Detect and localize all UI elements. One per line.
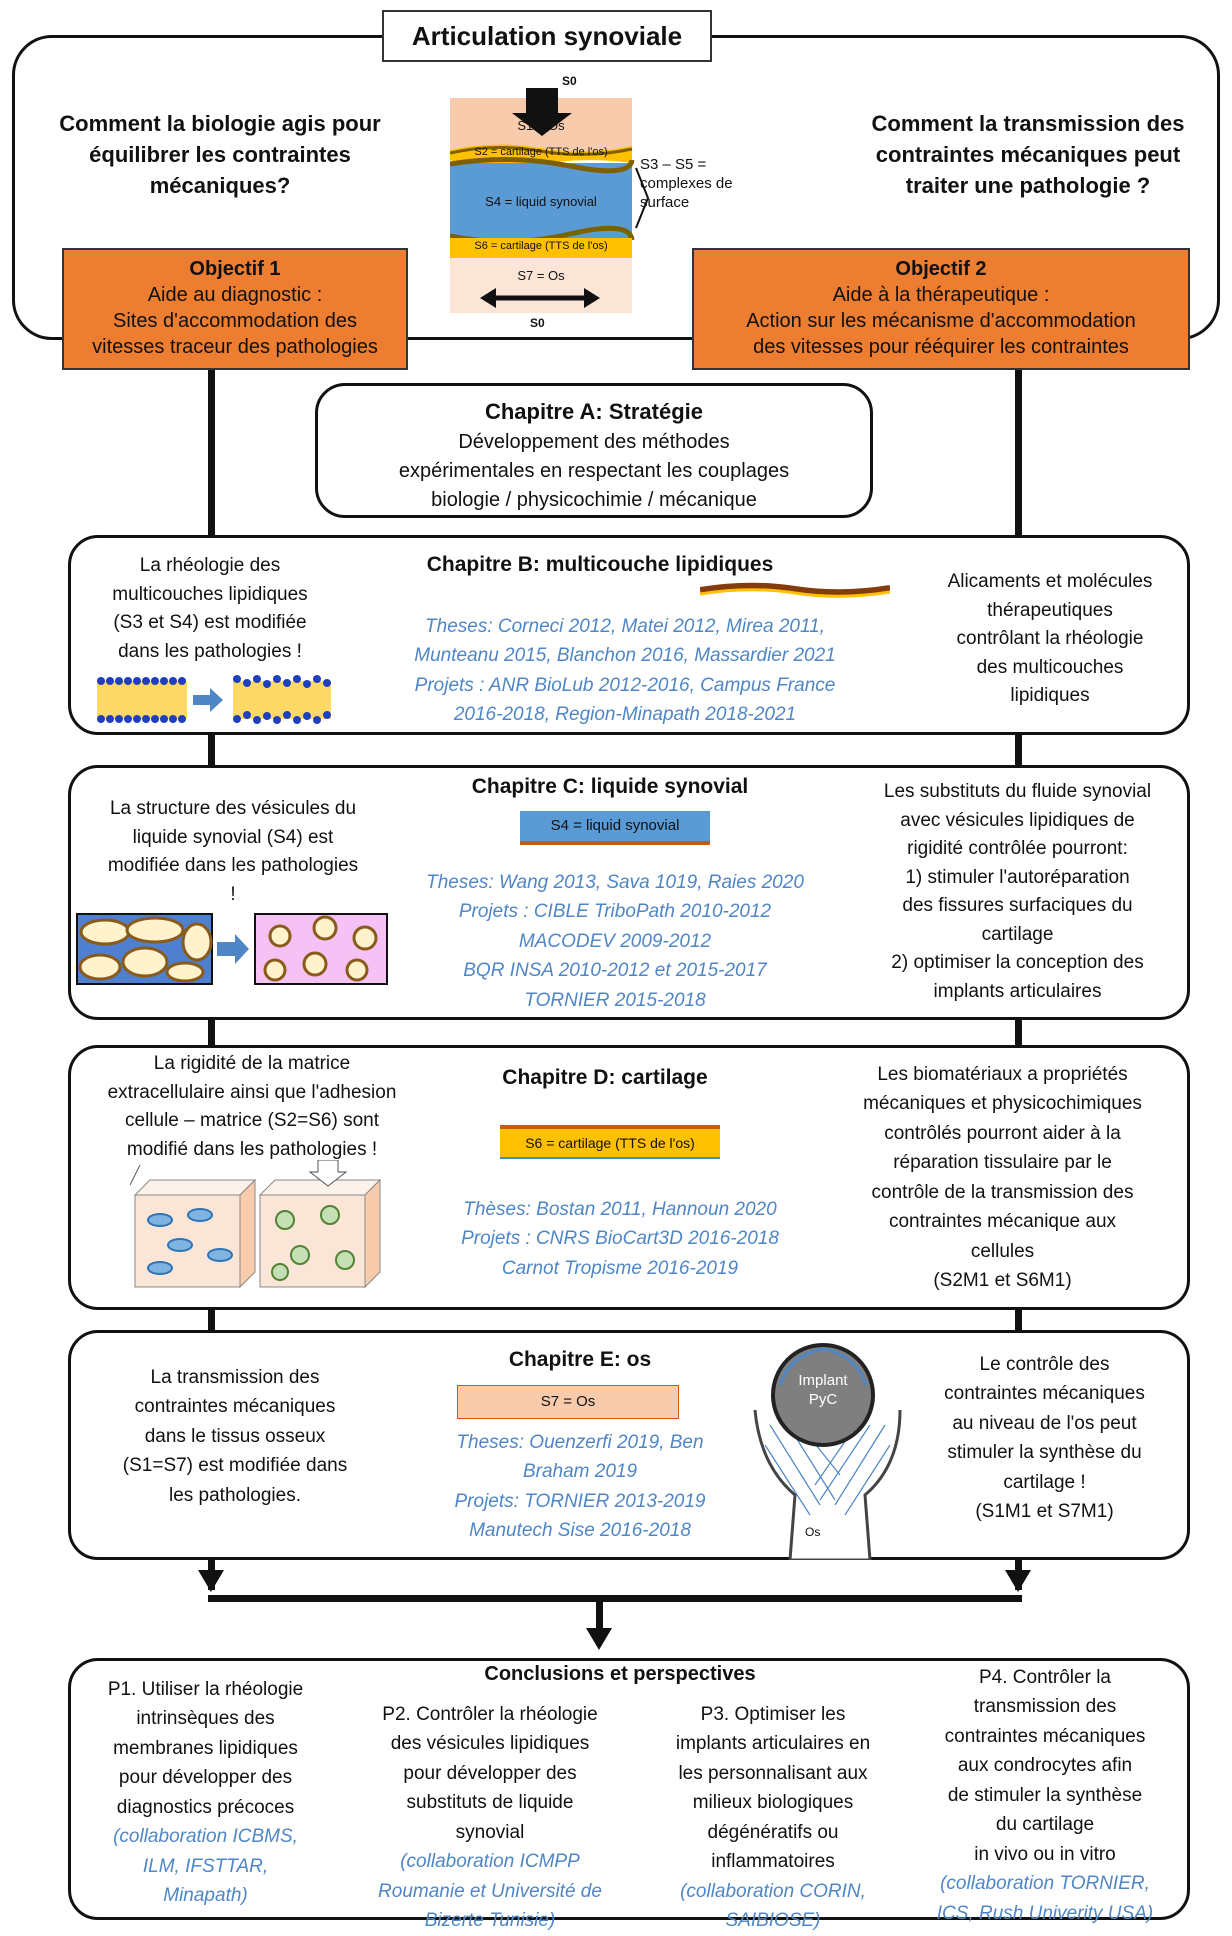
vesicle-illustration	[75, 912, 390, 987]
conclusions-title: Conclusions et perspectives	[484, 1663, 756, 1685]
chapitre-c-title: Chapitre C: liquide synovial	[471, 775, 749, 798]
arrow-left-down-icon	[198, 1570, 224, 1592]
joint-schema: S0 S1 = Os S2 = cartilage (TTS de l'os) …	[449, 68, 780, 333]
cartilage-cells-illustration	[129, 1159, 390, 1295]
s1-label: S1 = Os	[517, 118, 565, 133]
page-title: Articulation synoviale	[411, 21, 683, 51]
chapitre-d-bar: S6 = cartilage (TTS de l'os)	[500, 1125, 720, 1159]
s0-bottom-label: S0	[530, 316, 545, 330]
objectif-2-box: Objectif 2 Aide à la thérapeutique :Acti…	[692, 248, 1190, 370]
chapitre-e-title: Chapitre E: os	[508, 1348, 652, 1371]
s2-label: S2 = cartilage (TTS de l'os)	[474, 146, 608, 158]
chapitre-b-title: Chapitre B: multicouche lipidiques	[426, 553, 774, 576]
s7-label: S7 = Os	[517, 268, 565, 283]
chapitre-a-box: Chapitre A: Stratégie Développement des …	[315, 383, 873, 518]
chapitre-c-refs: Theses: Wang 2013, Sava 1019, Raies 2020…	[426, 872, 804, 1011]
bone-label: Os	[805, 1525, 821, 1539]
conclusions-box	[68, 1658, 1190, 1920]
s4-label: S4 = liquid synovial	[485, 194, 597, 209]
lipid-bilayer-illustration	[95, 675, 335, 725]
chapitre-e-bar: S7 = Os	[457, 1385, 679, 1419]
chapitre-b-refs: Theses: Corneci 2012, Matei 2012, Mirea …	[414, 616, 836, 726]
chapitre-e-box	[68, 1330, 1190, 1560]
chapitre-b-layer-illustration	[699, 580, 891, 600]
arrow-center-down-icon	[586, 1628, 612, 1650]
arrow-right-down-icon	[1005, 1570, 1031, 1592]
chapitre-c-bar: S4 = liquid synovial	[520, 811, 710, 845]
chapitre-d-title: Chapitre D: cartilage	[502, 1066, 708, 1089]
page-title-box: Articulation synoviale	[382, 10, 712, 62]
s0-top-label: S0	[562, 74, 577, 88]
connector-center	[596, 1595, 603, 1635]
objectif-1-box: Objectif 1 Aide au diagnostic :Sites d'a…	[62, 248, 408, 370]
connector-horizontal	[208, 1595, 1022, 1602]
s6-label: S6 = cartilage (TTS de l'os)	[474, 240, 608, 252]
